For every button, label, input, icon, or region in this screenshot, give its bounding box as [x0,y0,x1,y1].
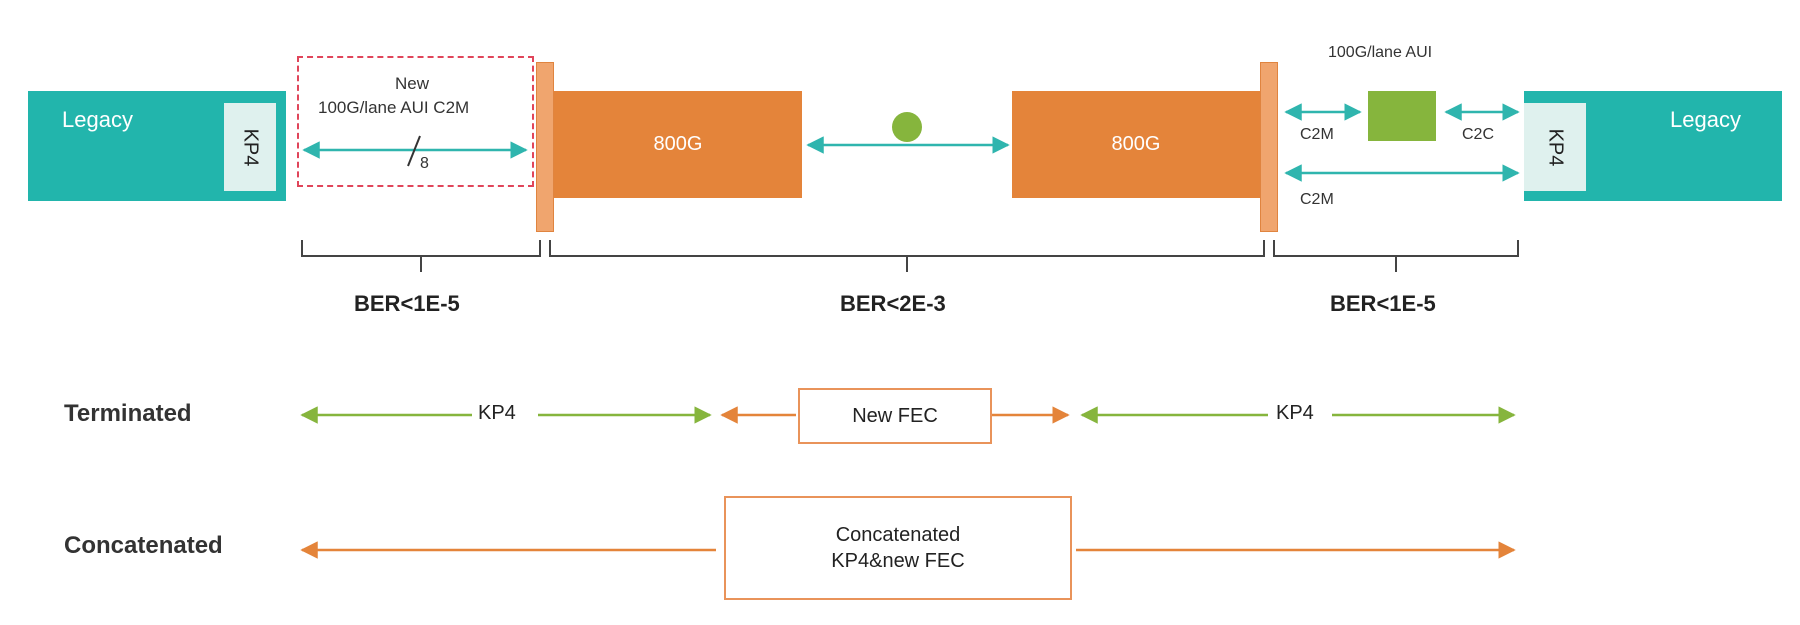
new-aui-label-line2: 100G/lane AUI C2M [318,98,470,117]
right-legacy-label: Legacy [1670,107,1741,132]
new-aui-label-line1: New [395,74,430,93]
lane-count-label: 8 [420,155,429,172]
ber-right-label: BER<1E-5 [1330,291,1436,316]
concatenated-fec-box: Concatenated KP4&new FEC [724,496,1072,600]
right-c2m-lower-label: C2M [1300,191,1334,208]
left-kp4-label: KP4 [239,128,262,166]
ber-left-label: BER<1E-5 [354,291,460,316]
ber-middle-bracket [549,240,1265,272]
right-kp4-label: KP4 [1544,128,1567,166]
left-legacy-label: Legacy [62,107,133,132]
new-fec-box: New FEC [798,388,992,444]
module-800g-left: 800G [554,91,802,198]
ber-middle-label: BER<2E-3 [840,291,946,316]
terminated-row-label: Terminated [64,400,192,427]
module-800g-left-label: 800G [653,133,703,155]
lane-slash [407,135,421,167]
ber-right-bracket [1273,240,1519,272]
right-kp4-box: KP4 [1524,103,1586,191]
retimer-square [1368,91,1436,141]
right-c2c-label: C2C [1462,126,1495,143]
ber-left-bracket [301,240,541,272]
module-800g-right: 800G [1012,91,1260,198]
left-kp4-box: KP4 [224,103,276,191]
new-fec-label: New FEC [852,405,938,427]
right-orange-bar [1260,62,1278,232]
concatenated-box-line2: KP4&new FEC [831,550,965,572]
right-aui-label: 100G/lane AUI [1328,44,1433,61]
right-c2m-upper-label: C2M [1300,126,1334,143]
new-aui-region [297,56,534,187]
terminated-right-kp4-label: KP4 [1276,402,1314,424]
green-dot [892,112,922,142]
concatenated-box-line1: Concatenated [835,524,961,546]
left-orange-bar [536,62,554,232]
terminated-left-kp4-label: KP4 [478,402,516,424]
module-800g-right-label: 800G [1111,133,1161,155]
concatenated-row-label: Concatenated [64,532,223,559]
